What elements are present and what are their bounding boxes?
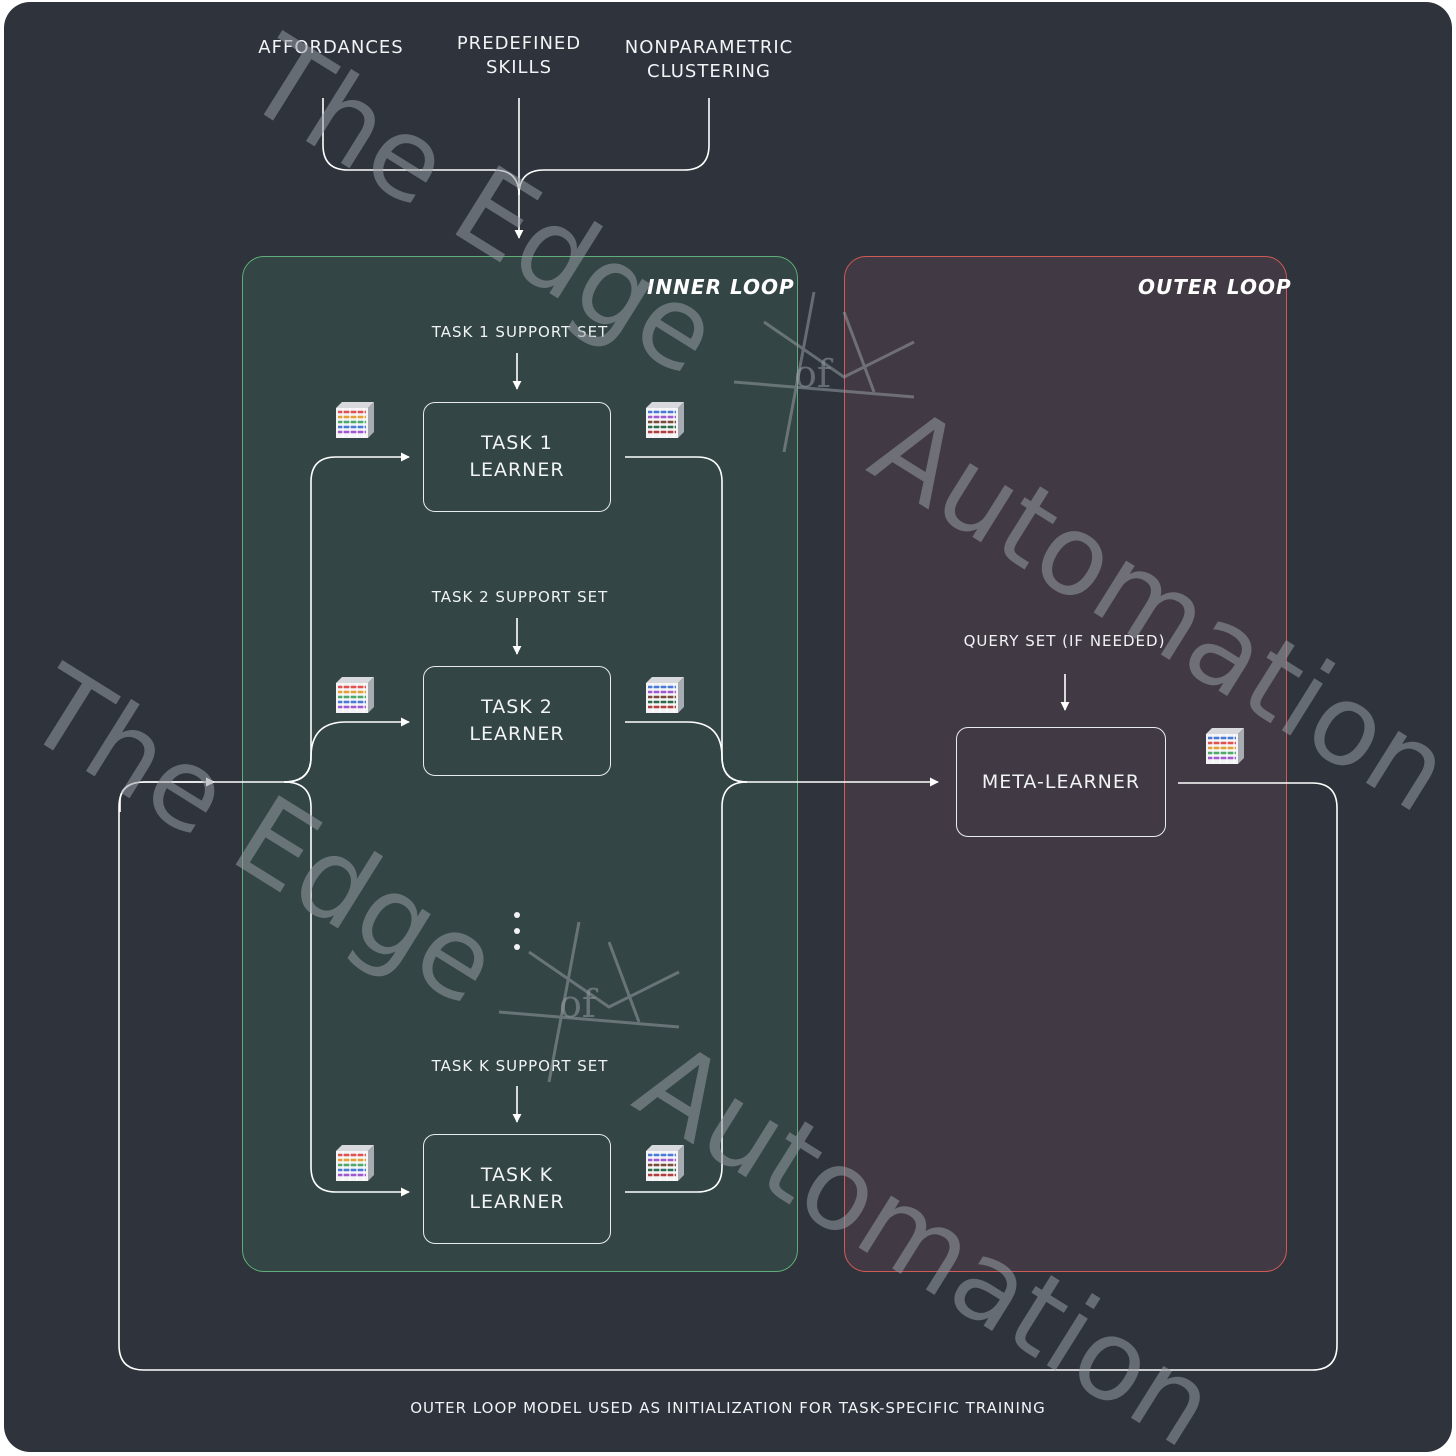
- svg-text:of: of: [794, 352, 834, 396]
- tensor-cube-icon: [646, 402, 684, 438]
- connector-lines: [118, 98, 1338, 1371]
- watermark-logo-icon: of: [498, 921, 680, 1083]
- fanout-taskk: [283, 781, 410, 1197]
- merge-taskk: [625, 781, 748, 1193]
- caption: OUTER LOOP MODEL USED AS INITIALIZATION …: [410, 1399, 1046, 1417]
- ellipsis-dot: [514, 928, 520, 934]
- meta-learner-box: META-LEARNER: [956, 727, 1166, 837]
- ellipsis-dot: [514, 944, 520, 950]
- tensor-cube-icon: [646, 677, 684, 713]
- tensor-cube-icon: [1206, 728, 1244, 764]
- outer-loop-title: OUTER LOOP: [1138, 275, 1292, 299]
- query-set-label: QUERY SET (IF NEEDED): [963, 632, 1166, 650]
- inner-loop-title: INNER LOOP: [647, 275, 795, 299]
- feedback-loop: [118, 777, 1338, 1371]
- watermark-logo-icon: of: [733, 291, 915, 453]
- task-2-support-label: TASK 2 SUPPORT SET: [431, 588, 609, 606]
- tensor-cube-icon: [336, 402, 374, 438]
- task-k-support-label: TASK K SUPPORT SET: [431, 1057, 609, 1075]
- merge-task1: [625, 456, 748, 783]
- ellipsis-dot: [514, 912, 520, 918]
- input-label-affordances: AFFORDANCES: [258, 37, 404, 58]
- task-1-support-label: TASK 1 SUPPORT SET: [431, 323, 609, 341]
- svg-text:of: of: [559, 982, 599, 1026]
- tensor-cube-icon: [646, 1145, 684, 1181]
- nonparametric-connector: [518, 98, 710, 196]
- tensor-cube-icon: [336, 677, 374, 713]
- affordances-connector: [322, 98, 520, 196]
- fanout-task1: [283, 452, 410, 783]
- entry-arrow: [119, 782, 214, 812]
- tensor-cube-icon: [336, 1145, 374, 1181]
- merge-task2: [625, 721, 748, 783]
- fanout-task2: [283, 717, 410, 783]
